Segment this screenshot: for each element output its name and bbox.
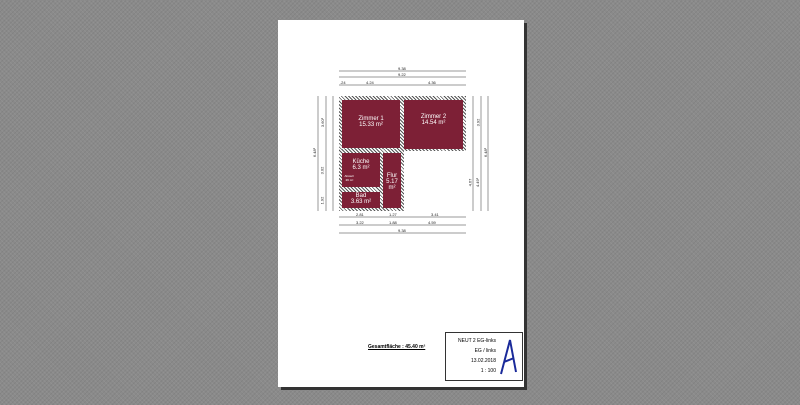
dim-label: 4.24 [366, 80, 374, 85]
room-label: Zimmer 2 [420, 114, 447, 120]
dim-label: 9.38 [398, 228, 406, 233]
title-scale: 1 : 100 [480, 368, 496, 374]
dim-label: 4.67 [467, 178, 473, 187]
room-abstell[interactable]: Abstell.36 m² [342, 174, 356, 186]
room-area: 15.33 m² [359, 122, 383, 128]
title-line-1: NEUT 2 EG-links [458, 338, 496, 344]
dim-label: 3.41 [431, 212, 439, 217]
total-area: Gesamtfläche : 45.40 m² [368, 344, 426, 350]
title-date: 13.02.2018 [470, 358, 496, 364]
dim-label: 6.48² [483, 147, 489, 158]
dim-label: 1.88 [389, 220, 397, 225]
dim-label: 4.36 [428, 80, 436, 85]
dim-label: .24 [340, 80, 346, 85]
dim-label: 2.81 [356, 212, 364, 217]
dimension-lines [317, 70, 489, 234]
title-block: NEUT 2 EG-links EG / links 13.02.2018 1 … [445, 332, 523, 381]
dim-label: 3.02 [319, 166, 325, 175]
room-area: 14.54 m² [421, 120, 446, 126]
dim-label: 4.59 [428, 220, 436, 225]
room-label: Bad [355, 193, 367, 199]
dim-label: 3.92 [475, 118, 481, 127]
title-line-2: EG / links [474, 348, 496, 354]
room-area: 3.63 m² [350, 199, 372, 205]
room-area: .36 m² [344, 178, 354, 182]
dim-label: 1.92 [319, 196, 325, 205]
dim-label: 3.22 [356, 220, 364, 225]
dim-label: 9.38 [398, 66, 406, 71]
dim-label: 9.22 [398, 72, 406, 77]
room-label: Küche [352, 159, 370, 165]
dim-label: 3.60² [320, 117, 326, 128]
dim-label: 6.48² [312, 147, 318, 158]
room-area: 5.17 m² [386, 179, 398, 191]
room-label: Flur [386, 173, 398, 179]
room-area: 6.3 m² [352, 165, 370, 171]
room-label: Zimmer 1 [358, 116, 384, 122]
arcon-logo-icon [500, 339, 517, 375]
room-label: Abstell [344, 174, 354, 178]
dim-label: 1.27 [389, 212, 397, 217]
dim-label: 4.49² [475, 177, 481, 188]
